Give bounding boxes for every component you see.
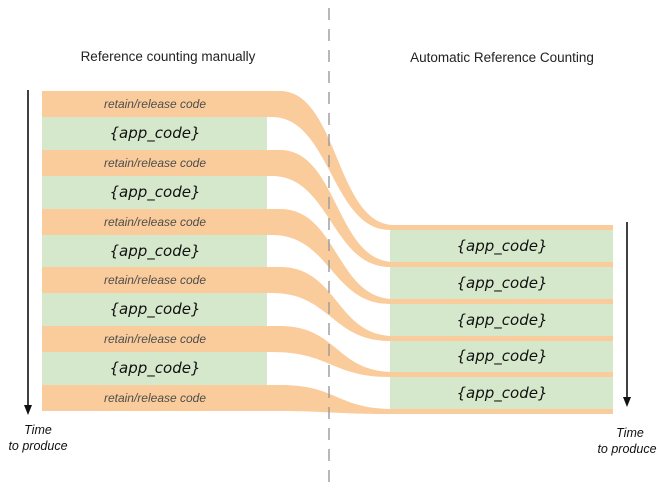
retain-release-labels: retain/release code retain/release code … <box>104 97 206 405</box>
retain-release-label: retain/release code <box>104 97 206 111</box>
left-time-axis-label: Time to produce <box>8 423 67 453</box>
retain-release-band <box>42 91 613 230</box>
app-code-block <box>42 352 267 385</box>
retain-release-label: retain/release code <box>104 332 206 346</box>
retain-release-flow-bands <box>42 91 613 414</box>
app-code-label: {app_code} <box>457 311 548 330</box>
right-time-arrow <box>623 222 631 407</box>
left-time-arrow-head <box>24 405 32 415</box>
app-code-label: {app_code} <box>457 237 548 256</box>
manual-app-code-blocks <box>42 117 267 385</box>
app-code-block <box>390 230 613 262</box>
retain-release-label: retain/release code <box>104 215 206 229</box>
left-time-arrow <box>24 90 32 415</box>
app-code-label: {app_code} <box>457 274 548 293</box>
app-code-block <box>390 377 613 409</box>
app-code-block <box>390 304 613 336</box>
retain-release-band <box>42 209 613 304</box>
app-code-label: {app_code} <box>457 347 548 366</box>
app-code-block <box>42 293 267 326</box>
app-code-block <box>390 267 613 299</box>
time-label-line2: to produce <box>8 439 67 453</box>
app-code-label: {app_code} <box>110 242 201 261</box>
app-code-label: {app_code} <box>110 300 201 319</box>
app-code-label: {app_code} <box>110 183 201 202</box>
retain-release-band <box>42 150 613 267</box>
arc-app-code-blocks <box>390 230 613 409</box>
retain-release-band <box>42 385 613 414</box>
retain-release-label: retain/release code <box>104 273 206 287</box>
retain-release-label: retain/release code <box>104 156 206 170</box>
app-code-block <box>42 176 267 209</box>
right-time-arrow-head <box>623 397 631 407</box>
app-code-block <box>390 341 613 372</box>
right-column-title: Automatic Reference Counting <box>410 50 594 65</box>
time-label-line2: to produce <box>597 442 656 456</box>
retain-release-band <box>42 326 613 377</box>
time-label-line1: Time <box>616 426 644 440</box>
manual-app-code-labels: {app_code} {app_code} {app_code} {app_co… <box>110 124 201 378</box>
left-column-title: Reference counting manually <box>81 49 256 64</box>
time-label-line1: Time <box>24 423 52 437</box>
right-time-axis-label: Time to produce <box>597 426 656 456</box>
app-code-label: {app_code} <box>110 359 201 378</box>
app-code-label: {app_code} <box>457 384 548 403</box>
retain-release-label: retain/release code <box>104 391 206 405</box>
app-code-block <box>42 235 267 267</box>
app-code-block <box>42 117 267 150</box>
arc-app-code-labels: {app_code} {app_code} {app_code} {app_co… <box>457 237 548 403</box>
retain-release-band <box>42 267 613 341</box>
app-code-label: {app_code} <box>110 124 201 143</box>
